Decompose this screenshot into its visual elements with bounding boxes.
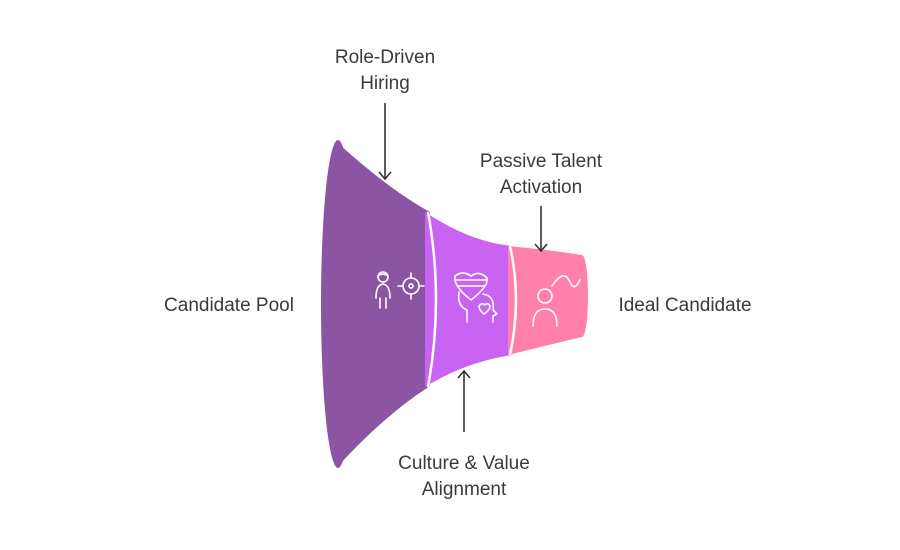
funnel-narrow-end xyxy=(576,255,588,337)
arrow-passive-talent xyxy=(534,206,548,253)
label-passive-talent-line1: Passive Talent xyxy=(480,151,603,172)
funnel-segment-passive-talent xyxy=(508,246,582,355)
funnel-segment-culture-value xyxy=(425,212,512,387)
label-passive-talent-line2: Activation xyxy=(500,177,582,198)
segment-divider-1 xyxy=(426,211,438,388)
label-candidate-pool: Candidate Pool xyxy=(164,295,294,316)
person-curve-icon xyxy=(532,275,581,327)
label-role-driven-line2: Hiring xyxy=(360,73,410,94)
label-culture-value-line2: Alignment xyxy=(422,479,507,500)
head-heart-icon xyxy=(454,272,498,323)
segment-divider-2 xyxy=(508,245,518,356)
label-role-driven-line1: Role-Driven xyxy=(335,47,435,68)
label-ideal-candidate: Ideal Candidate xyxy=(618,295,751,316)
funnel-segment-role-driven-hiring xyxy=(340,145,430,464)
person-target-icon xyxy=(375,271,425,309)
funnel-mouth xyxy=(321,140,355,468)
label-culture-value-line1: Culture & Value xyxy=(398,453,530,474)
arrow-culture-value xyxy=(457,369,471,432)
arrow-role-driven-hiring xyxy=(378,103,392,181)
